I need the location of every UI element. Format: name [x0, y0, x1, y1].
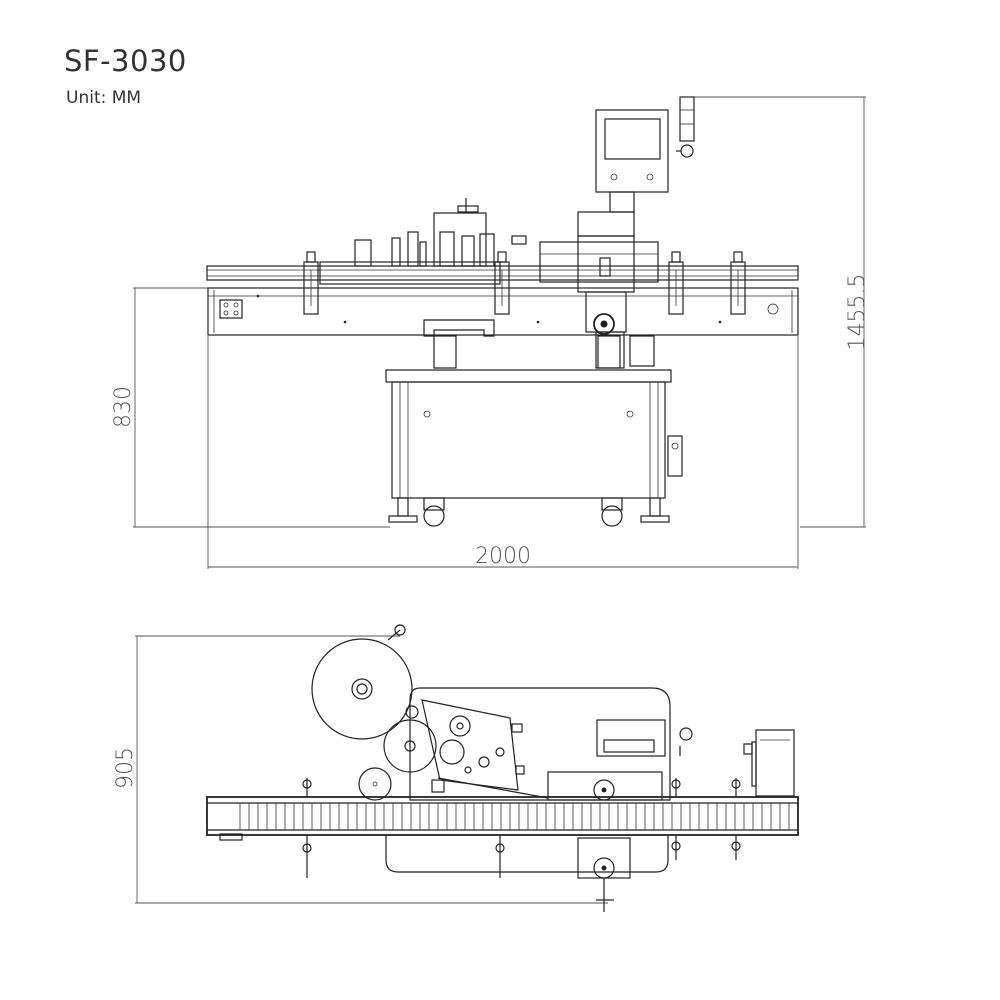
top-view: 905 — [113, 624, 799, 912]
dim-overall-length: 2000 — [475, 544, 531, 569]
dim-table-height: 830 — [111, 386, 136, 428]
rewind-assembly — [358, 699, 549, 801]
top-dimension-lines — [135, 635, 608, 904]
front-view: 1455.5 830 2000 — [111, 96, 870, 569]
cabinet — [385, 369, 683, 527]
front-bracket — [423, 319, 621, 369]
front-dimension-lines — [133, 96, 866, 569]
top-body — [385, 687, 671, 873]
lower-adjuster — [577, 837, 631, 912]
motor — [743, 729, 795, 797]
belt-slats — [239, 803, 790, 830]
conveyor-rail — [206, 265, 799, 336]
dim-overall-width: 905 — [113, 747, 138, 789]
model-title: SF-3030 — [64, 44, 187, 78]
labeling-head — [319, 96, 695, 369]
top-guide-posts — [302, 778, 741, 878]
control-box — [547, 719, 693, 801]
label-roll — [311, 624, 419, 740]
dim-overall-height: 1455.5 — [845, 274, 870, 351]
conveyor-belt — [206, 796, 799, 841]
guide-posts — [303, 251, 746, 315]
unit-label: Unit: MM — [66, 88, 142, 108]
